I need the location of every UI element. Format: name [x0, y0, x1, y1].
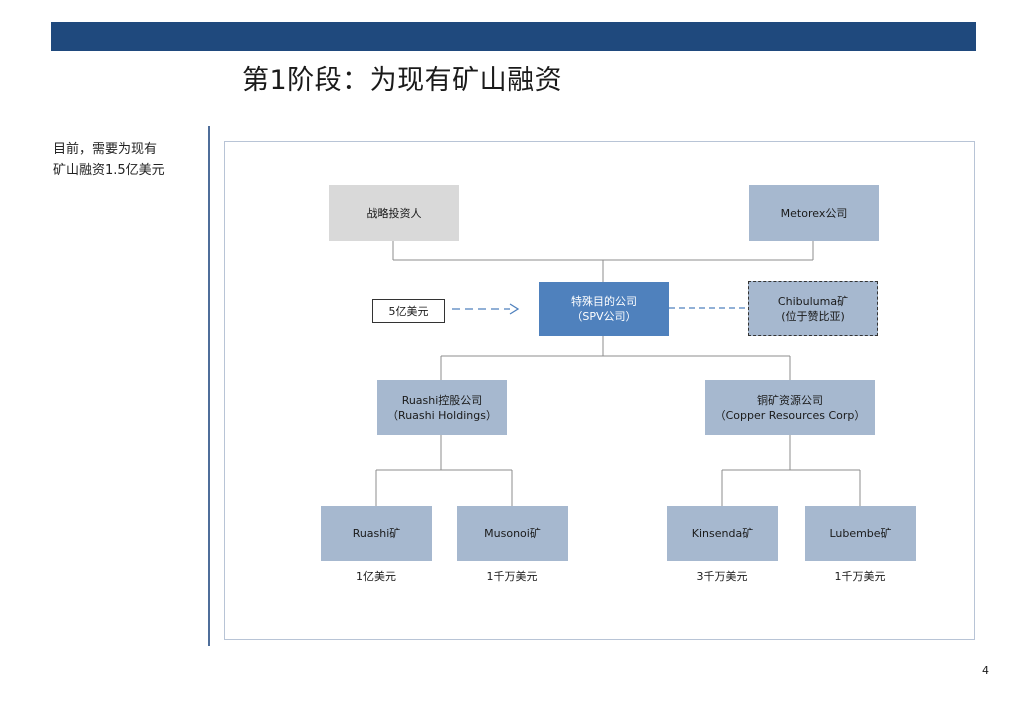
mine-amount-lubembe: 1千万美元 — [834, 570, 886, 583]
side-note-line-2: 矿山融资1.5亿美元 — [53, 163, 165, 178]
mine-label-musonoi: Musonoi矿 — [484, 527, 541, 540]
ruashi-holdings-box: Ruashi控股公司 （Ruashi Holdings） — [377, 380, 507, 435]
mine-box-ruashi: Ruashi矿 — [321, 506, 432, 561]
diagram-frame — [224, 141, 975, 640]
mine-box-kinsenda: Kinsenda矿 — [667, 506, 778, 561]
strategic-investor-box: 战略投资人 — [329, 185, 459, 241]
metorex-label: Metorex公司 — [780, 206, 848, 220]
chibuluma-label-line-1: Chibuluma矿 — [777, 294, 849, 308]
mine-amount-kinsenda: 3千万美元 — [696, 570, 748, 583]
vertical-divider — [208, 126, 210, 646]
header-bar — [51, 22, 976, 51]
page-title: 第1阶段：为现有矿山融资 — [242, 65, 563, 96]
mine-amount-musonoi: 1千万美元 — [486, 570, 538, 583]
side-note: 目前，需要为现有 矿山融资1.5亿美元 — [53, 139, 203, 181]
funding-amount-box: 5亿美元 — [372, 299, 445, 323]
mine-label-lubembe: Lubembe矿 — [829, 527, 892, 540]
strategic-investor-label: 战略投资人 — [366, 206, 422, 220]
page-number: 4 — [982, 664, 989, 677]
mine-label-ruashi: Ruashi矿 — [352, 527, 401, 540]
ruashi-holdings-label-line-2: （Ruashi Holdings） — [387, 408, 497, 422]
spv-label-line-2: （SPV公司） — [571, 310, 637, 323]
spv-box: 特殊目的公司 （SPV公司） — [539, 282, 669, 336]
funding-amount-label: 5亿美元 — [388, 304, 429, 318]
mine-label-kinsenda: Kinsenda矿 — [691, 527, 754, 540]
mine-box-lubembe: Lubembe矿 — [805, 506, 916, 561]
mine-box-musonoi: Musonoi矿 — [457, 506, 568, 561]
chibuluma-label-line-2: (位于赞比亚) — [781, 309, 845, 323]
copper-resources-label-line-1: 铜矿资源公司 — [757, 393, 823, 407]
mine-amount-ruashi: 1亿美元 — [356, 570, 396, 583]
copper-resources-box: 铜矿资源公司 （Copper Resources Corp） — [705, 380, 875, 435]
copper-resources-label-line-2: （Copper Resources Corp） — [714, 408, 866, 422]
side-note-line-1: 目前，需要为现有 — [53, 142, 158, 157]
metorex-box: Metorex公司 — [749, 185, 879, 241]
spv-label-line-1: 特殊目的公司 — [571, 295, 637, 308]
chibuluma-box: Chibuluma矿 (位于赞比亚) — [748, 281, 878, 336]
ruashi-holdings-label-line-1: Ruashi控股公司 — [401, 393, 483, 407]
